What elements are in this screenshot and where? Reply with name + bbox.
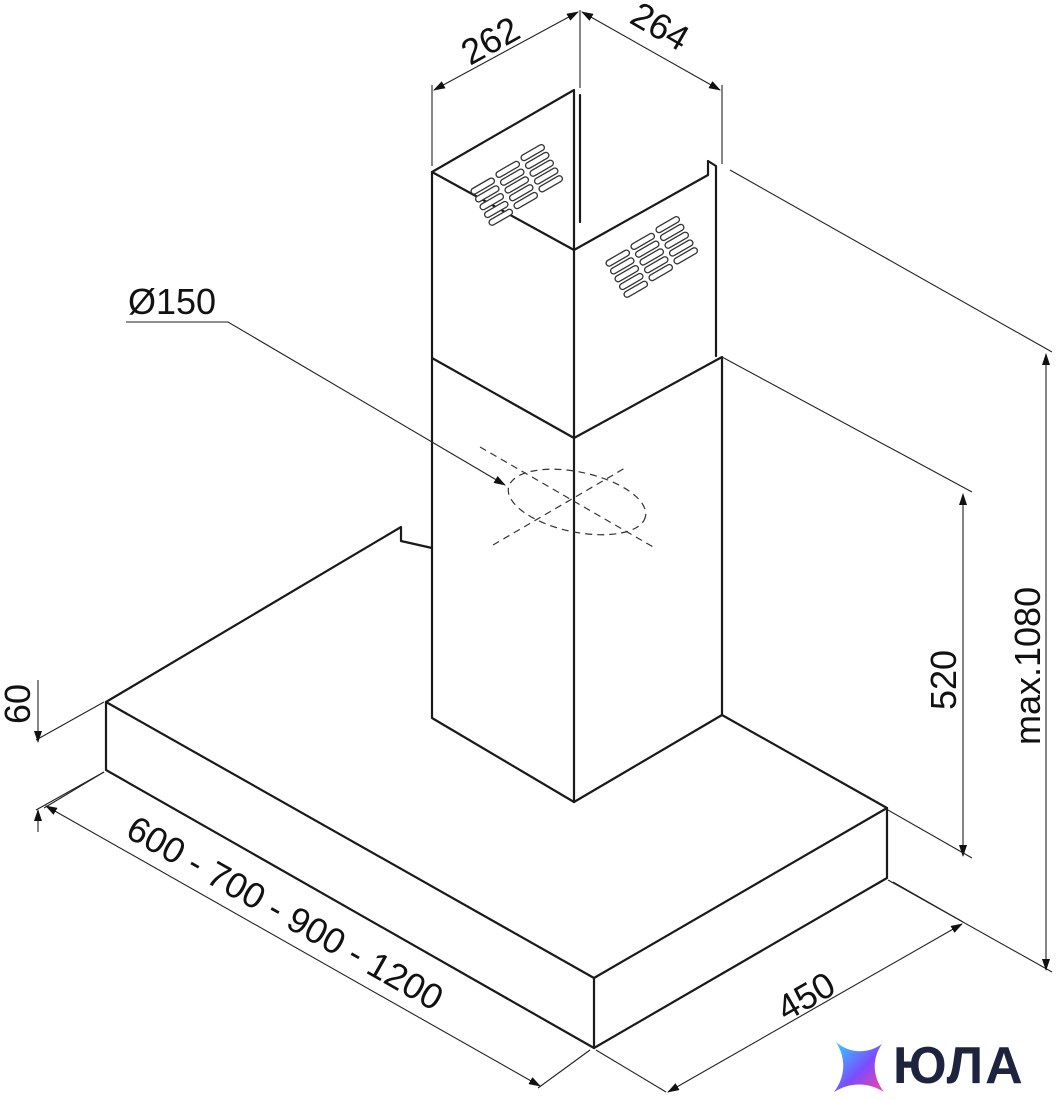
vent-slots-front: [605, 215, 699, 298]
hood-canopy: [104, 525, 889, 1050]
dimension-lines: [34, 11, 1050, 1093]
vent-slots-back: [470, 143, 564, 226]
brand-star-icon: [834, 1042, 884, 1092]
brand-logo-text: ЮЛА: [893, 1037, 1025, 1095]
base-height-label: 60: [0, 684, 38, 724]
upper-chimney: [430, 88, 718, 440]
max-height-label: max.1080: [1007, 587, 1048, 745]
hood-widths-label: 600 - 700 - 900 - 1200: [120, 807, 450, 1018]
lower-chimney-height-label: 520: [923, 650, 964, 710]
extension-lines: [35, 10, 1053, 1093]
duct-outlet-hidden: [479, 446, 656, 549]
hood-depth-label: 450: [770, 963, 843, 1029]
lower-chimney: [430, 355, 724, 804]
duct-diameter-label: Ø150: [128, 281, 216, 322]
chimney-width-label: 262: [454, 8, 526, 73]
chimney-depth-label: 264: [624, 0, 697, 59]
